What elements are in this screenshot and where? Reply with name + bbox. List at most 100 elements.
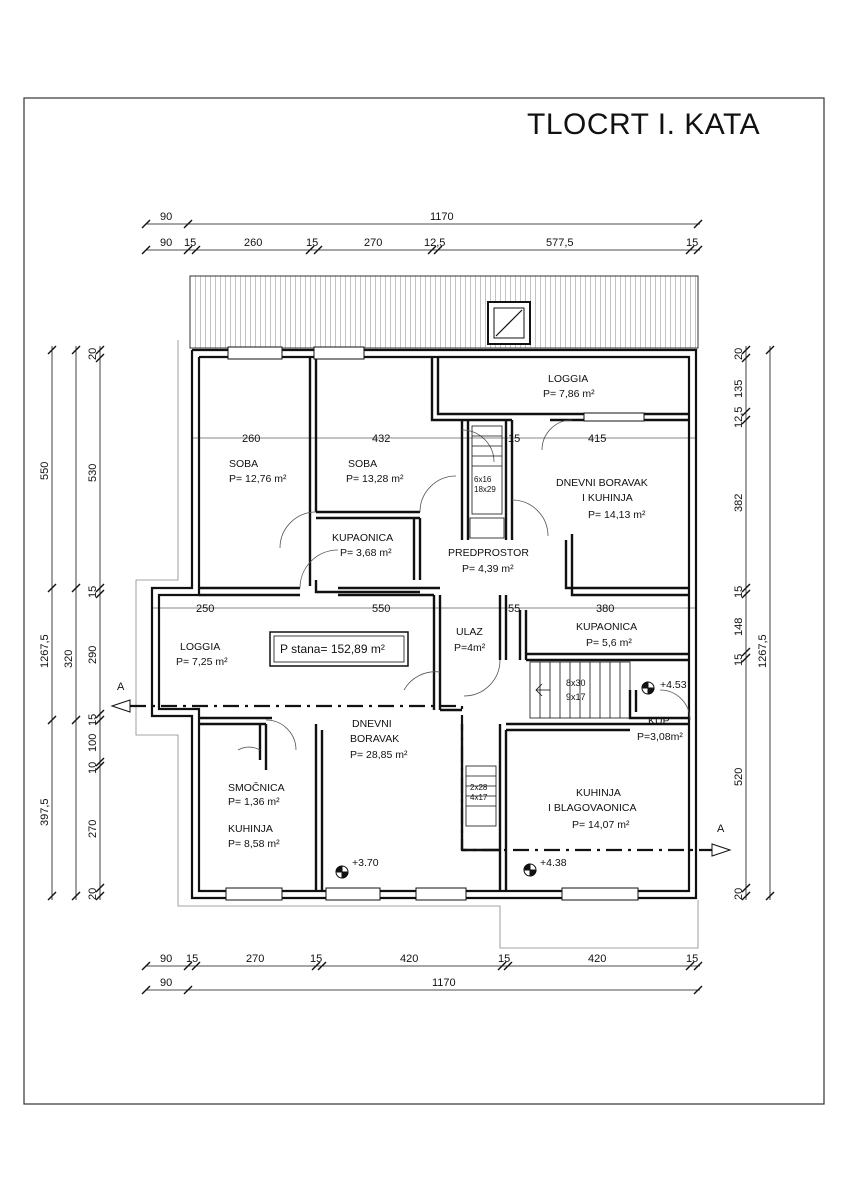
room-kupaonica-2: KUPAONICA	[576, 621, 637, 633]
left-in-20b: 20	[87, 888, 99, 900]
left-in-10: 10	[87, 762, 99, 774]
room-soba-2: SOBA	[348, 458, 377, 470]
room-predprostor-area: P= 4,39 m²	[462, 563, 514, 575]
left-in-15b: 15	[87, 714, 99, 726]
int-dim-2: 432	[372, 433, 390, 445]
left-dim-397: 397,5	[39, 798, 51, 826]
top-dim-offset: 90	[160, 211, 172, 223]
top-dim-f: 12,5	[424, 237, 445, 249]
right-dim-1267: 1267,5	[757, 634, 769, 668]
stair-note-5: 6x16	[474, 475, 492, 484]
right-in-15a: 15	[733, 586, 745, 598]
sheet-title: TLOCRT I. KATA	[527, 108, 761, 141]
top-dim-h: 15	[686, 237, 698, 249]
int-dim-4: 415	[588, 433, 606, 445]
int-dim-3: 15	[508, 433, 520, 445]
sheet-border	[23, 97, 825, 1105]
bottom-dim-c: 270	[246, 953, 264, 965]
room-loggia-left: LOGGIA	[180, 641, 220, 653]
room-smocnica: SMOČNICA	[228, 781, 285, 794]
left-dim-550: 550	[39, 462, 51, 480]
room-predprostor: PREDPROSTOR	[448, 547, 529, 559]
stair-upper	[469, 425, 505, 539]
left-in-270: 270	[87, 820, 99, 838]
right-in-148: 148	[733, 618, 745, 636]
stair-note-6: 18x29	[474, 485, 496, 494]
room-loggia-left-area: P= 7,25 m²	[176, 656, 228, 668]
section-label-right: A	[717, 823, 725, 835]
level-markers	[335, 681, 655, 879]
right-in-520: 520	[733, 768, 745, 786]
chimney	[487, 301, 531, 345]
stair-note-2: 9x17	[566, 692, 586, 702]
bottom-dim-offset: 90	[160, 977, 172, 989]
bottom-dim-e: 420	[400, 953, 418, 965]
right-in-135: 135	[733, 380, 745, 398]
room-kupaonica-1-area: P= 3,68 m²	[340, 547, 392, 559]
room-kuhinja-blagovaonica-2: I BLAGOVAONICA	[548, 802, 637, 814]
room-soba-2-area: P= 13,28 m²	[346, 473, 404, 485]
right-in-20a: 20	[733, 348, 745, 360]
left-dim-320: 320	[63, 650, 75, 668]
stair-note-4: 4x17	[470, 793, 488, 802]
bottom-dim-d: 15	[310, 953, 322, 965]
roof-hatch	[189, 275, 699, 349]
room-soba-1-area: P= 12,76 m²	[229, 473, 287, 485]
left-in-290: 290	[87, 646, 99, 664]
room-kup: KUP.	[648, 715, 671, 727]
stair-lower	[465, 765, 497, 827]
total-area-text: P stana= 152,89 m²	[280, 642, 385, 656]
section-label-left: A	[117, 681, 125, 693]
left-in-15a: 15	[87, 586, 99, 598]
room-kup-area: P=3,08m²	[637, 731, 683, 743]
left-in-20a: 20	[87, 348, 99, 360]
room-kupaonica-2-area: P= 5,6 m²	[586, 637, 632, 649]
room-kupaonica-1: KUPAONICA	[332, 532, 393, 544]
stair-main	[529, 661, 631, 719]
door-swings	[237, 419, 691, 751]
room-loggia-top: LOGGIA	[548, 373, 588, 385]
total-area-box	[269, 631, 409, 667]
top-dim-a: 90	[160, 237, 172, 249]
bottom-dim-a: 90	[160, 953, 172, 965]
room-kuhinja: KUHINJA	[228, 823, 273, 835]
windows	[225, 346, 645, 901]
room-loggia-top-area: P= 7,86 m²	[543, 388, 595, 400]
top-dim-g: 577,5	[546, 237, 574, 249]
top-dim-overall: 1170	[430, 211, 454, 223]
int-dim-1: 260	[242, 433, 260, 445]
room-dnevni-kuhinja-area: P= 14,13 m²	[588, 509, 646, 521]
int-dim-5: 250	[196, 603, 214, 615]
level-label-3: +4.38	[540, 857, 567, 869]
top-dim-d: 15	[306, 237, 318, 249]
room-ulaz-area: P=4m²	[454, 642, 486, 654]
interior-walls	[199, 357, 689, 891]
right-in-15b: 15	[733, 654, 745, 666]
stair-note-1: 8x30	[566, 678, 586, 688]
room-soba-1: SOBA	[229, 458, 258, 470]
top-dim-c: 260	[244, 237, 262, 249]
right-in-20b: 20	[733, 888, 745, 900]
right-in-382: 382	[733, 494, 745, 512]
level-label-2: +3.70	[352, 857, 379, 869]
section-line	[130, 704, 712, 852]
bottom-dim-h: 15	[686, 953, 698, 965]
bottom-dim-overall: 1170	[432, 977, 456, 989]
room-dnevni-boravak-2: BORAVAK	[350, 733, 399, 745]
left-in-100: 100	[87, 734, 99, 752]
bottom-dim-g: 420	[588, 953, 606, 965]
room-kuhinja-blagovaonica: KUHINJA	[576, 787, 621, 799]
outer-walls	[150, 348, 698, 900]
int-dim-7: 55	[508, 603, 520, 615]
lower-floor-outline	[135, 340, 699, 949]
room-dnevni-kuhinja-2: I KUHINJA	[582, 492, 633, 504]
int-dim-8: 380	[596, 603, 614, 615]
bottom-dim-b: 15	[186, 953, 198, 965]
room-smocnica-area: P= 1,36 m²	[228, 796, 280, 808]
bottom-dim-f: 15	[498, 953, 510, 965]
room-dnevni-kuhinja: DNEVNI BORAVAK	[556, 477, 648, 489]
right-in-12-5: 12,5	[733, 407, 745, 428]
room-dnevni-boravak-area: P= 28,85 m²	[350, 749, 408, 761]
room-kuhinja-area: P= 8,58 m²	[228, 838, 280, 850]
